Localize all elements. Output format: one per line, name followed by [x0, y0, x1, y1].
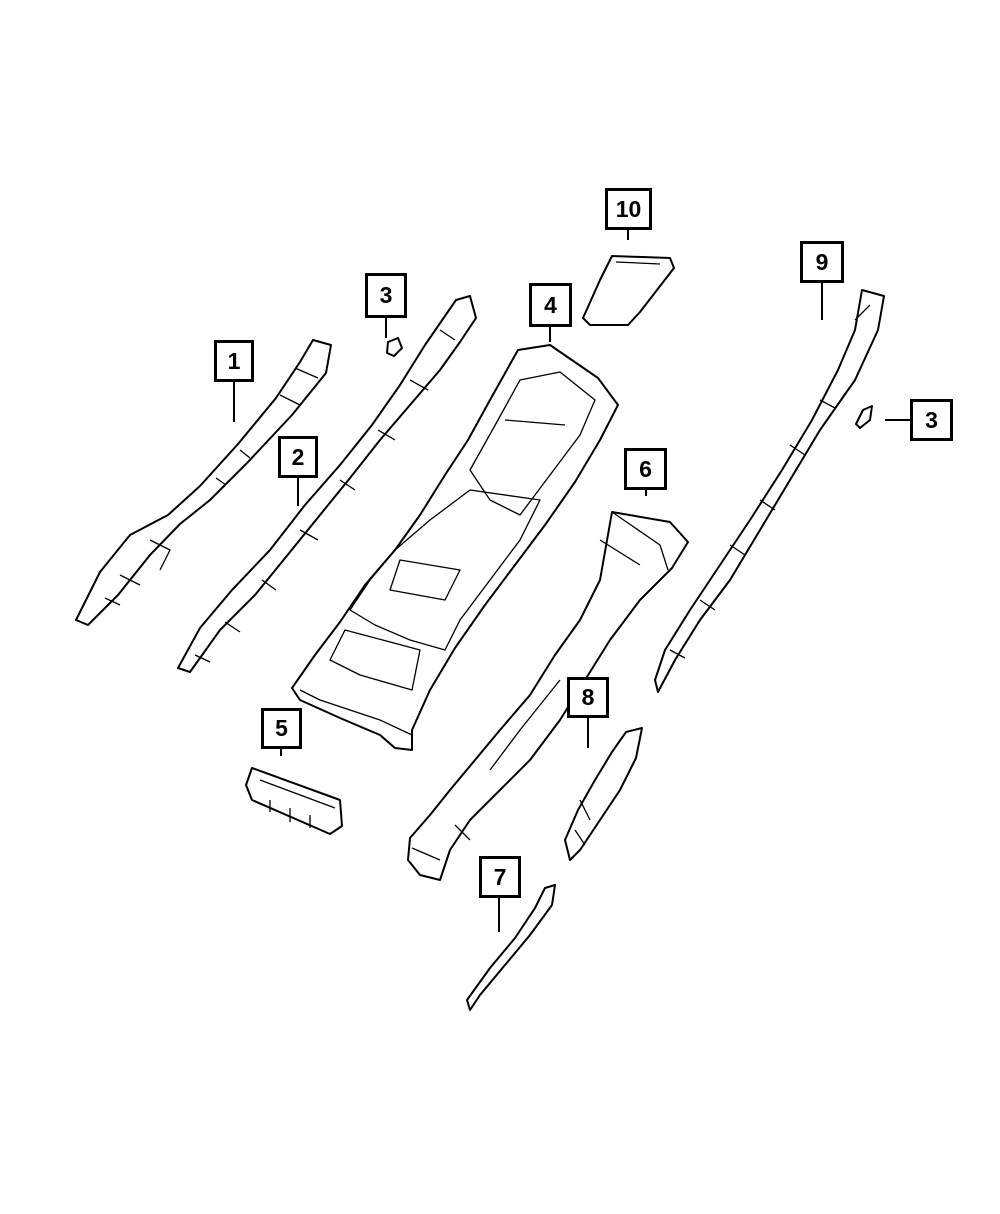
part-7-small-trim[interactable]	[466, 884, 556, 1011]
callout-6[interactable]: 6	[624, 448, 667, 490]
callout-1[interactable]: 1	[214, 340, 254, 382]
part-1-left-trim[interactable]	[75, 339, 332, 626]
callout-5[interactable]: 5	[261, 708, 302, 749]
callout-7[interactable]: 7	[479, 856, 521, 898]
callout-9[interactable]: 9	[800, 241, 844, 283]
part-4-console-base[interactable]	[291, 344, 619, 751]
part-2-side-trim[interactable]	[177, 295, 477, 673]
part-8-side-panel[interactable]	[564, 727, 643, 861]
part-3-clip-right[interactable]	[855, 405, 873, 429]
callout-3-right[interactable]: 3	[910, 399, 953, 441]
part-9-right-trim[interactable]	[654, 289, 885, 693]
part-10-pad[interactable]	[582, 255, 675, 326]
part-6-air-duct[interactable]	[407, 511, 689, 881]
callout-8[interactable]: 8	[567, 677, 609, 718]
callout-2[interactable]: 2	[278, 436, 318, 478]
part-3-clip-upper[interactable]	[386, 337, 403, 357]
callout-10[interactable]: 10	[605, 188, 652, 230]
callout-4[interactable]: 4	[529, 283, 572, 327]
part-5-bracket[interactable]	[245, 767, 343, 835]
callout-3-upper[interactable]: 3	[365, 273, 407, 318]
